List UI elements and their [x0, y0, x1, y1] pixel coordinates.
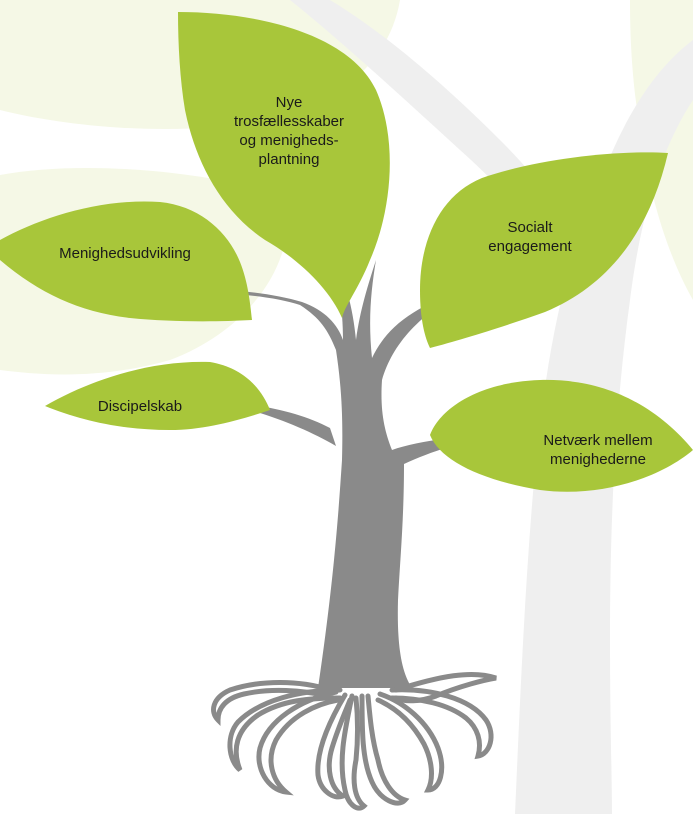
- root: [227, 687, 343, 772]
- label-line: engagement: [488, 238, 572, 255]
- label-line: Netværk mellem: [543, 432, 653, 449]
- root: [359, 693, 410, 806]
- trunk-body: [178, 236, 505, 688]
- root: [339, 693, 368, 811]
- leaf-discipleship: [45, 361, 270, 430]
- root: [389, 687, 494, 760]
- label-line: menighederne: [550, 451, 646, 468]
- root: [393, 671, 497, 704]
- label-new-churches: Nye trosfællesskaber og menigheds- plant…: [214, 93, 364, 169]
- label-line: trosfællesskaber: [233, 113, 345, 130]
- branch-discipleship: [215, 401, 336, 446]
- label-line: plantning: [258, 151, 320, 168]
- label-network: Netværk mellem menighederne: [523, 431, 673, 469]
- leaves: [0, 12, 693, 492]
- root: [315, 692, 353, 800]
- leaf-network: [430, 379, 693, 492]
- label-discipleship: Discipelskab: [97, 398, 183, 415]
- label-line: Nye: [275, 94, 303, 111]
- leaf-social: [420, 152, 668, 348]
- root: [256, 689, 341, 796]
- root: [211, 680, 333, 727]
- label-line: Socialt: [507, 219, 553, 236]
- tree-roots: [211, 671, 497, 811]
- label-social: Socialt engagement: [470, 218, 590, 256]
- leaf-new-churches: [178, 12, 390, 318]
- label-church-development: Menighedsudvikling: [59, 245, 191, 262]
- leaf-church-development: [0, 201, 252, 322]
- label-line: og menigheds-: [239, 132, 339, 149]
- root: [375, 691, 445, 793]
- tree-trunk: [178, 236, 505, 688]
